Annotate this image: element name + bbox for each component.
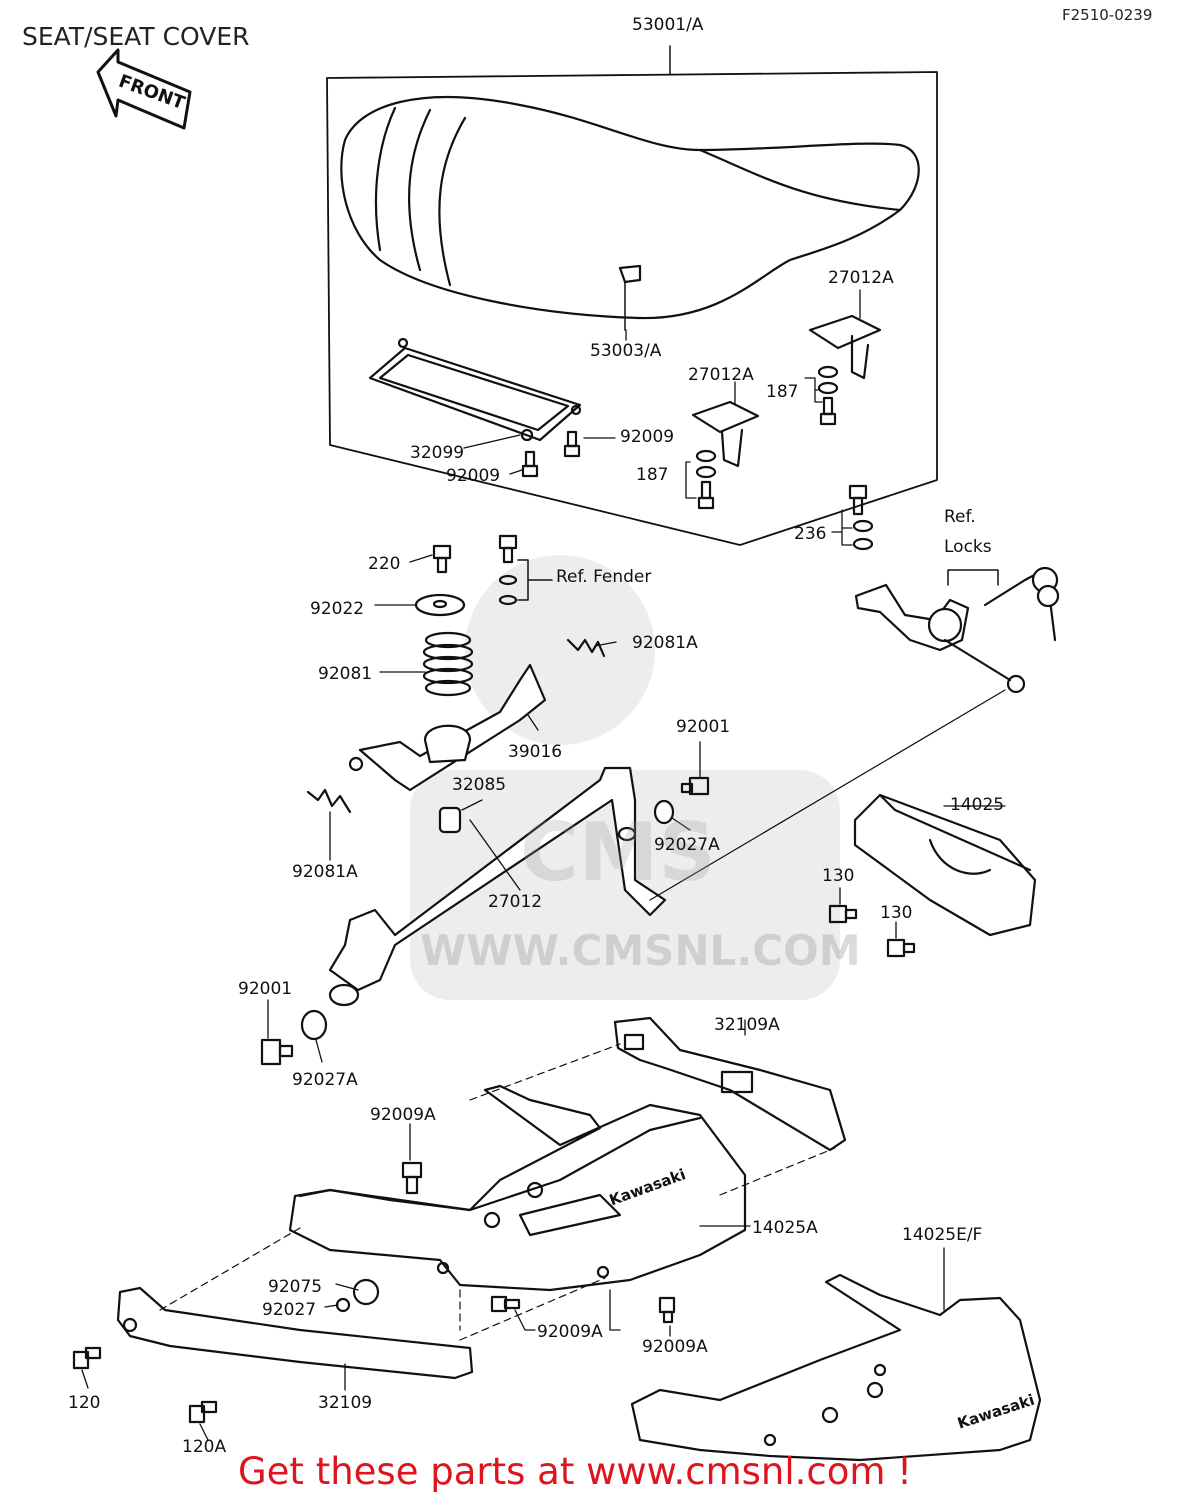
label-32109: 32109 <box>318 1393 372 1413</box>
label-32099: 32099 <box>410 443 464 463</box>
bolt-130-upper-icon <box>828 904 858 924</box>
stud-32085-icon <box>438 806 462 834</box>
label-92027: 92027 <box>262 1300 316 1320</box>
label-14025a: 14025A <box>752 1218 818 1238</box>
bolt-washer-187-lower-icon <box>695 449 717 510</box>
label-ref-fender: Ref. Fender <box>556 567 651 587</box>
bolt-92001-lower-icon <box>260 1038 294 1066</box>
label-32085: 32085 <box>452 775 506 795</box>
seat-group-outline <box>326 71 938 546</box>
bracket-39016-icon <box>348 663 547 792</box>
promo-link[interactable]: Get these parts at www.cmsnl.com ! <box>238 1450 913 1493</box>
label-236: 236 <box>794 524 826 544</box>
label-32109a: 32109A <box>714 1015 780 1035</box>
bolt-washer-187-upper-icon <box>817 365 839 426</box>
seat-icon <box>340 95 920 320</box>
assembly-lines <box>159 1043 836 1341</box>
key-icon <box>983 566 1060 642</box>
screw-92009-icon <box>521 430 581 478</box>
tail-cover-14025a-icon: Kawasaki <box>288 1084 747 1292</box>
label-120: 120 <box>68 1393 100 1413</box>
leader-lines <box>81 289 1006 1441</box>
grab-bar-32109a-icon <box>613 1016 847 1152</box>
bolt-92009a-icon <box>401 1161 676 1324</box>
label-92009a-right: 92009A <box>642 1337 708 1357</box>
spring-92081a-lower-icon <box>306 788 352 814</box>
label-92075: 92075 <box>268 1277 322 1297</box>
page-title: SEAT/SEAT COVER <box>22 22 250 51</box>
label-27012: 27012 <box>488 892 542 912</box>
front-arrow-icon <box>96 48 192 130</box>
label-187-upper: 187 <box>766 382 798 402</box>
label-27012a-lower: 27012A <box>688 365 754 385</box>
tray-32099-icon <box>368 337 582 442</box>
collar-92075-icon <box>352 1278 380 1306</box>
bolt-130-lower-icon <box>886 938 916 958</box>
label-92081a-lower: 92081A <box>292 862 358 882</box>
label-92081a-upper: 92081A <box>632 633 698 653</box>
bolt-120-icon <box>72 1346 102 1370</box>
seat-label-tag-icon <box>618 264 642 284</box>
label-92009-left: 92009 <box>446 466 500 486</box>
bolt-washer-236-icon <box>848 484 874 551</box>
hook-bracket-upper-icon <box>808 314 882 380</box>
label-ref: Ref. <box>944 507 976 527</box>
label-92001-lower: 92001 <box>238 979 292 999</box>
label-14025ef: 14025E/F <box>902 1225 982 1245</box>
label-92081: 92081 <box>318 664 372 684</box>
bolt-120a-icon <box>188 1400 218 1424</box>
label-120a: 120A <box>182 1437 226 1457</box>
label-220: 220 <box>368 554 400 574</box>
collar-92027a-upper-icon <box>653 799 675 825</box>
label-14025: 14025 <box>950 795 1004 815</box>
label-92001-upper: 92001 <box>676 717 730 737</box>
grab-bar-32109-icon <box>116 1286 474 1380</box>
washer-92022-icon <box>414 593 466 617</box>
label-130-lower: 130 <box>880 903 912 923</box>
diagram-code: F2510-0239 <box>1062 6 1153 24</box>
label-92009a-upper: 92009A <box>370 1105 436 1125</box>
label-39016: 39016 <box>508 742 562 762</box>
label-53003a: 53003/A <box>590 341 662 361</box>
bolt-220-icon <box>432 544 452 574</box>
label-locks: Locks <box>944 537 992 557</box>
watermark-logo: CMS <box>520 806 716 899</box>
label-92009a-middle: 92009A <box>537 1322 603 1342</box>
label-92022: 92022 <box>310 599 364 619</box>
collar-92027a-lower-icon <box>300 1009 328 1041</box>
spring-92081a-upper-icon <box>566 638 606 658</box>
label-27012a-upper: 27012A <box>828 268 894 288</box>
hook-bracket-lower-icon <box>691 400 760 468</box>
label-92009-right: 92009 <box>620 427 674 447</box>
watermark-text: WWW.CMSNL.COM <box>420 926 861 975</box>
fender-bolt-icon <box>498 534 518 606</box>
seat-lock-icon <box>854 583 1026 694</box>
cover-14025-icon <box>853 793 1037 937</box>
washer-92027-icon <box>335 1297 351 1313</box>
spring-92081-icon <box>422 631 474 697</box>
bolt-92001-upper-icon <box>680 776 710 796</box>
tail-cover-14025ef-icon: Kawasaki <box>630 1273 1042 1462</box>
label-92027a-upper: 92027A <box>654 835 720 855</box>
lever-27012-icon <box>328 766 667 1007</box>
label-92027a-lower: 92027A <box>292 1070 358 1090</box>
label-130-upper: 130 <box>822 866 854 886</box>
label-53001a: 53001/A <box>632 15 704 35</box>
label-187-lower: 187 <box>636 465 668 485</box>
